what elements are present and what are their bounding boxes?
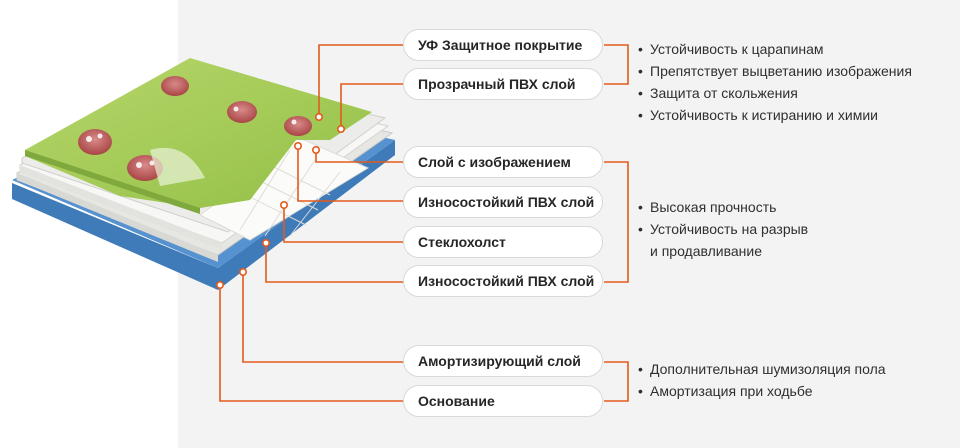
label-wear-pvc-bottom: Износостойкий ПВХ слой [403,265,603,297]
property-item-continuation: и продавливание [650,243,763,259]
mushroom-decor [284,116,312,136]
properties-bottom-group: •Дополнительная шумизоляция пола •Аморти… [638,358,886,402]
property-item: •Устойчивость к истиранию и химии [638,107,878,123]
property-item: •Устойчивость на разрыв [638,221,809,237]
label-cushion: Амортизирующий слой [403,345,603,377]
properties-middle-group: •Высокая прочность •Устойчивость на разр… [638,196,808,262]
label-base: Основание [403,385,603,417]
property-item: •Защита от скольжения [638,85,798,101]
property-item: •Препятствует выцветанию изображения [638,63,912,79]
property-item: •Устойчивость к царапинам [638,41,824,57]
leader-lines [219,44,629,402]
label-clear-pvc: Прозрачный ПВХ слой [403,68,603,100]
label-fiberglass: Стеклохолст [403,226,603,258]
mushroom-decor [78,129,112,155]
mushroom-decor [161,76,189,96]
leader-endpoints [216,113,345,289]
label-image-layer: Слой с изображением [403,146,603,178]
property-item: •Дополнительная шумизоляция пола [638,361,886,377]
properties-top-group: •Устойчивость к царапинам •Препятствует … [638,38,912,126]
property-item: •Амортизация при ходьбе [638,383,813,399]
label-wear-pvc-top: Износостойкий ПВХ слой [403,186,603,218]
mushroom-decor [227,101,257,123]
image-decor-layer [25,58,372,214]
property-item: •Высокая прочность [638,199,777,215]
label-uv-coating: УФ Защитное покрытие [403,29,603,61]
